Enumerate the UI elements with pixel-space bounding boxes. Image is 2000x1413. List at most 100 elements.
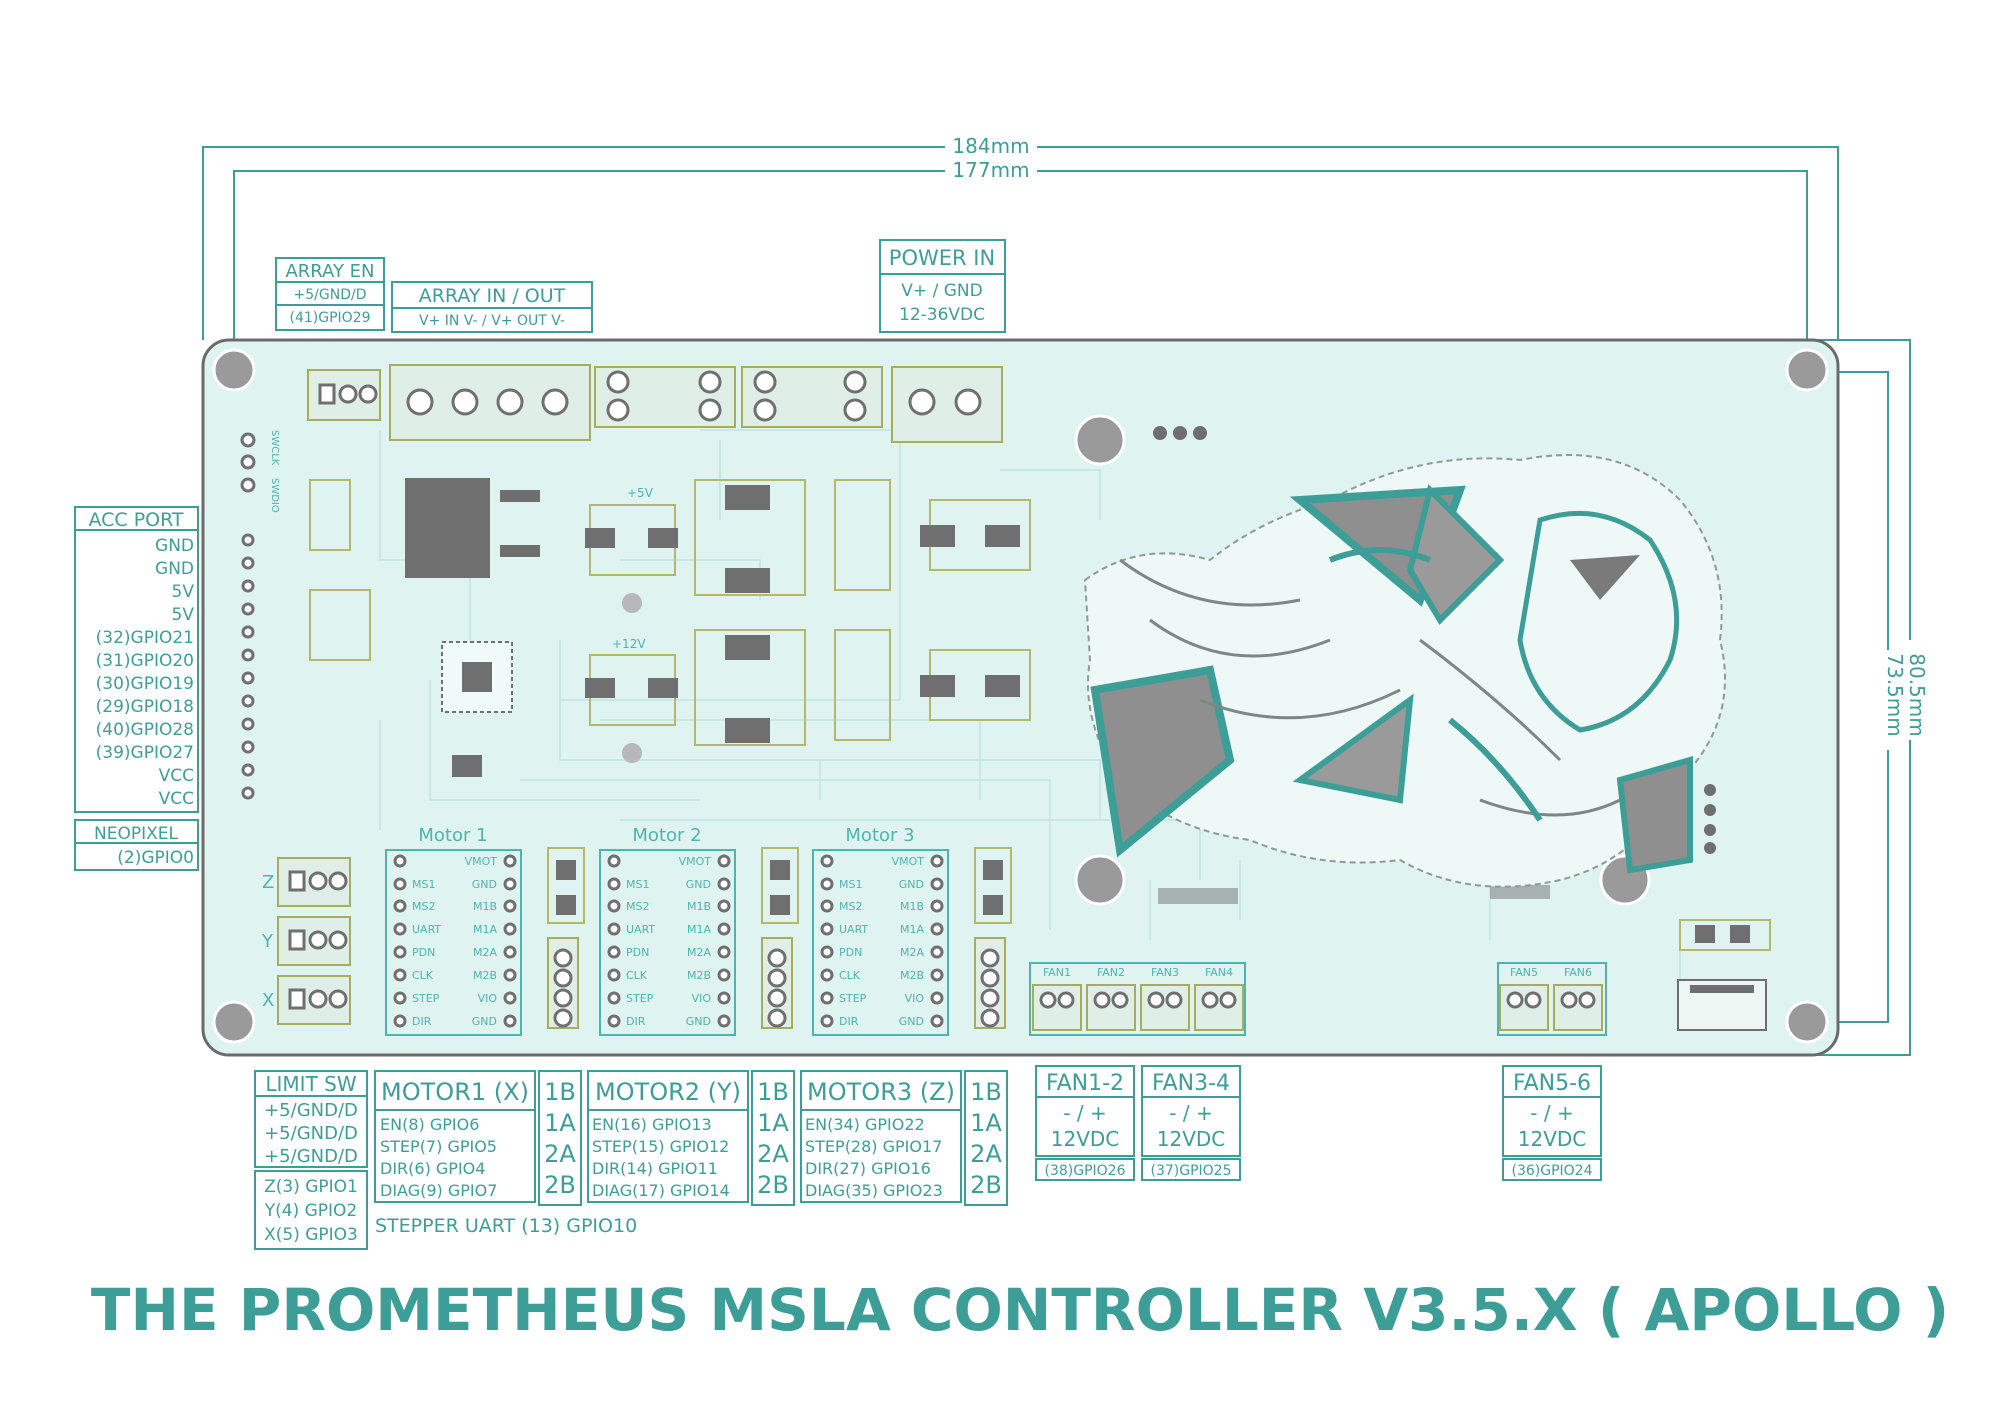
power-in-callout: POWER IN V+ / GND 12-36VDC (879, 239, 1006, 333)
svg-text:MS2: MS2 (839, 900, 862, 913)
driver-title-2: Motor 2 (632, 825, 701, 846)
driver-title-3: Motor 3 (845, 825, 914, 846)
svg-text:PDN: PDN (412, 946, 435, 959)
motor1-callout: MOTOR1 (X) EN(8) GPIO6 STEP(7) GPIO5 DIR… (374, 1070, 582, 1206)
motor2-coil-1b: 1B (757, 1078, 789, 1106)
fan56-callout: FAN5-6 - / + 12VDC (36)GPIO24 (1502, 1065, 1602, 1181)
svg-text:M1B: M1B (900, 900, 924, 913)
fan34-voltage: 12VDC (1157, 1127, 1226, 1151)
svg-text:STEP: STEP (626, 992, 654, 1005)
svg-text:CLK: CLK (412, 969, 434, 982)
svg-text:MS1: MS1 (626, 878, 649, 891)
svg-text:FAN4: FAN4 (1205, 966, 1233, 979)
fan34-gpio: (37)GPIO25 (1151, 1163, 1232, 1179)
svg-text:VMOT: VMOT (679, 855, 712, 868)
motor1-line2: STEP(7) GPIO5 (380, 1137, 497, 1156)
dim-width-outer: 184mm (952, 134, 1029, 158)
motor3-line1: EN(34) GPIO22 (805, 1115, 925, 1134)
svg-text:M1B: M1B (687, 900, 711, 913)
driver-title-1: Motor 1 (418, 825, 487, 846)
svg-text:MS2: MS2 (412, 900, 435, 913)
array-en-line2: (41)GPIO29 (290, 310, 371, 326)
svg-text:CLK: CLK (626, 969, 648, 982)
svg-text:DIR: DIR (626, 1015, 646, 1028)
svg-text:M2A: M2A (900, 946, 924, 959)
svg-text:M2B: M2B (687, 969, 711, 982)
motor2-coil-2b: 2B (757, 1171, 789, 1199)
svg-text:GND: GND (472, 1015, 497, 1028)
rail-12v-silk: +12V (612, 637, 646, 651)
acc-pin-5: (32)GPIO21 (96, 628, 194, 648)
acc-pin-12: VCC (159, 789, 194, 809)
motor1-title: MOTOR1 (X) (381, 1078, 529, 1106)
motor2-callout: MOTOR2 (Y) EN(16) GPIO13 STEP(15) GPIO12… (587, 1070, 795, 1206)
svg-text:DIR: DIR (839, 1015, 859, 1028)
dim-height-outer: 80.5mm (1905, 653, 1929, 737)
svg-text:VMOT: VMOT (465, 855, 498, 868)
neopixel-line1: (2)GPIO0 (117, 848, 194, 868)
fan56-title: FAN5-6 (1513, 1071, 1591, 1096)
stepper-uart-label: STEPPER UART (13) GPIO10 (375, 1215, 637, 1237)
acc-pin-9: (40)GPIO28 (96, 720, 194, 740)
motor2-line2: STEP(15) GPIO12 (592, 1137, 729, 1156)
array-io-callout: ARRAY IN / OUT V+ IN V- / V+ OUT V- (391, 281, 593, 333)
driver-module-3: Motor 3 MS1 MS2 UART PDN CLK STEP DIR VM… (812, 825, 1012, 1036)
array-en-title: ARRAY EN (285, 261, 374, 282)
svg-text:FAN6: FAN6 (1564, 966, 1592, 979)
svg-text:GND: GND (899, 1015, 924, 1028)
svg-text:FAN2: FAN2 (1097, 966, 1125, 979)
limit-sw-gpio-y: Y(4) GPIO2 (264, 1201, 358, 1221)
fan56-voltage: 12VDC (1518, 1127, 1587, 1151)
power-in-line1: V+ / GND (901, 281, 982, 301)
limit-sw-gpio-x: X(5) GPIO3 (264, 1225, 358, 1245)
svg-text:M2B: M2B (473, 969, 497, 982)
fan56-gpio: (36)GPIO24 (1512, 1163, 1593, 1179)
acc-port-title: ACC PORT (88, 509, 183, 531)
limit-sw-callout: LIMIT SW +5/GND/D +5/GND/D +5/GND/D Z(3)… (254, 1070, 368, 1250)
motor3-line4: DIAG(35) GPIO23 (805, 1181, 943, 1200)
svg-text:M1A: M1A (473, 923, 497, 936)
svg-text:M1A: M1A (900, 923, 924, 936)
motor2-line4: DIAG(17) GPIO14 (592, 1181, 730, 1200)
motor1-line1: EN(8) GPIO6 (380, 1115, 479, 1134)
acc-pin-6: (31)GPIO20 (96, 651, 194, 671)
acc-pin-1: GND (155, 536, 194, 556)
swclk-silk: SWCLK (269, 430, 280, 466)
svg-text:VIO: VIO (905, 992, 925, 1005)
power-in-line2: 12-36VDC (899, 305, 985, 325)
svg-text:PDN: PDN (839, 946, 862, 959)
motor1-coil-2b: 2B (544, 1171, 576, 1199)
axis-z-silk: Z (262, 872, 274, 893)
neopixel-title: NEOPIXEL (94, 824, 178, 844)
svg-text:M1B: M1B (473, 900, 497, 913)
board-artwork (1083, 454, 1726, 888)
motor2-coil-2a: 2A (757, 1140, 789, 1168)
motor1-coil-1b: 1B (544, 1078, 576, 1106)
svg-text:MS1: MS1 (839, 878, 862, 891)
svg-text:GND: GND (686, 878, 711, 891)
limit-sw-line3: +5/GND/D (264, 1146, 358, 1167)
svg-text:STEP: STEP (839, 992, 867, 1005)
svg-text:GND: GND (899, 878, 924, 891)
svg-text:MS2: MS2 (626, 900, 649, 913)
svg-text:VMOT: VMOT (892, 855, 925, 868)
driver-module-2: Motor 2 MS1 MS2 UART PDN CLK STEP DIR VM… (599, 825, 799, 1036)
motor1-line4: DIAG(9) GPIO7 (380, 1181, 497, 1200)
motor1-line3: DIR(6) GPIO4 (380, 1159, 485, 1178)
svg-text:STEP: STEP (412, 992, 440, 1005)
fan12-gpio: (38)GPIO26 (1045, 1163, 1126, 1179)
array-en-callout: ARRAY EN +5/GND/D (41)GPIO29 (275, 257, 385, 331)
fan56-polarity: - / + (1530, 1101, 1573, 1125)
dim-width-inner: 177mm (952, 158, 1029, 182)
driver-module-1: Motor 1 MS1 MS2 UART PDN CLK STEP DIR VM… (385, 825, 585, 1036)
motor3-coil-1a: 1A (970, 1109, 1002, 1137)
acc-pin-7: (30)GPIO19 (96, 674, 194, 694)
svg-text:UART: UART (412, 923, 441, 936)
svg-text:VIO: VIO (478, 992, 498, 1005)
array-io-line1: V+ IN V- / V+ OUT V- (419, 313, 565, 329)
svg-text:M2A: M2A (473, 946, 497, 959)
fan12-title: FAN1-2 (1046, 1071, 1124, 1096)
fan34-polarity: - / + (1169, 1101, 1212, 1125)
limit-sw-line1: +5/GND/D (264, 1100, 358, 1121)
motor3-coil-2a: 2A (970, 1140, 1002, 1168)
